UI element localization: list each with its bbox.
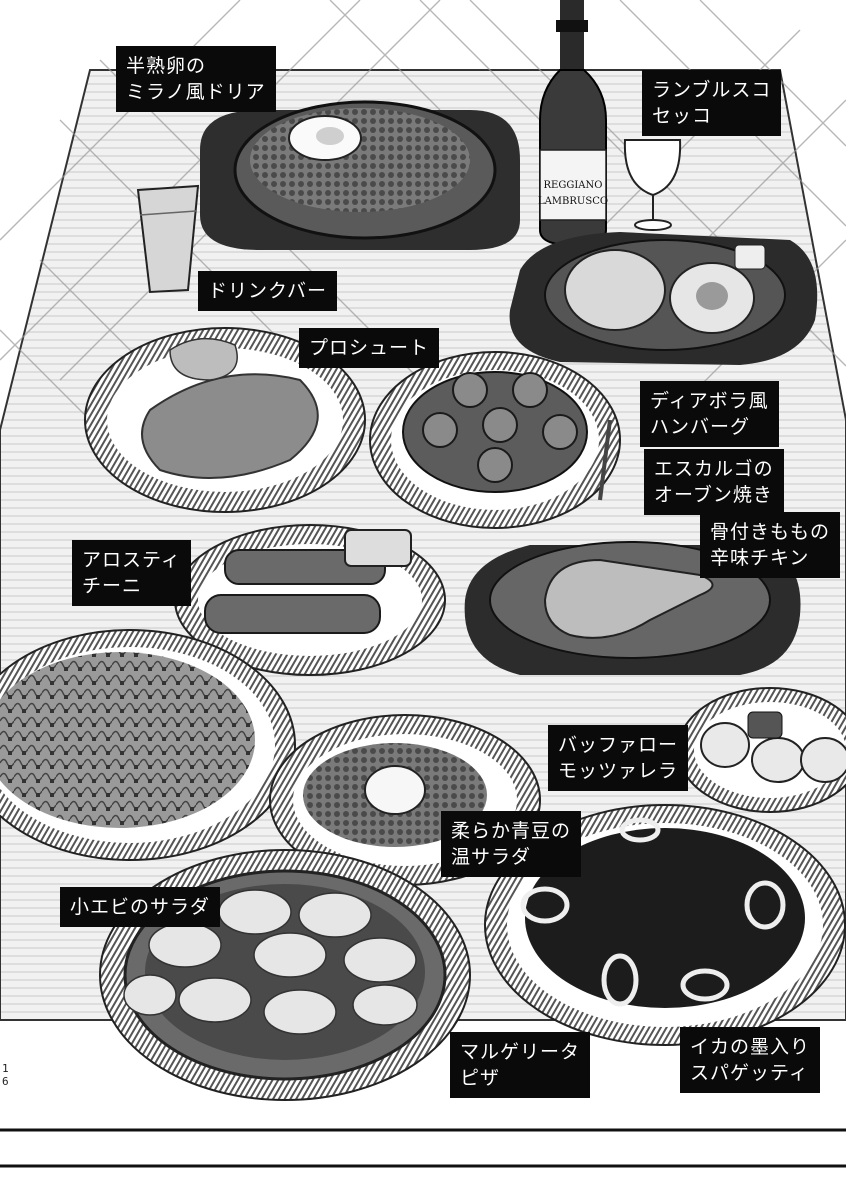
label-hamburg: ディアボラ風 ハンバーグ bbox=[640, 381, 779, 447]
label-arrosticini: アロスティ チーニ bbox=[72, 540, 191, 606]
drink-glass bbox=[136, 184, 200, 294]
label-mozzarella: バッファロー モッツァレラ bbox=[548, 725, 689, 791]
label-chicken: 骨付きももの 辛味チキン bbox=[700, 512, 841, 578]
shrimp-salad-plate bbox=[0, 629, 296, 861]
doria-dish bbox=[200, 100, 520, 250]
label-escargot: エスカルゴの オーブン焼き bbox=[644, 449, 784, 515]
wine-glass bbox=[623, 139, 682, 231]
label-shrimp: 小エビのサラダ bbox=[60, 887, 221, 927]
label-greenpea: 柔らか青豆の 温サラダ bbox=[441, 811, 582, 877]
label-drinkbar: ドリンクバー bbox=[198, 271, 338, 311]
wine-bottle bbox=[539, 0, 607, 247]
page-border bbox=[0, 1128, 846, 1168]
label-squidink: イカの墨入り スパゲッティ bbox=[680, 1027, 821, 1093]
bottle-label-line1: REGGIANO bbox=[544, 180, 603, 191]
label-lambrusco: ランブルスコ セッコ bbox=[642, 70, 782, 136]
page-number: 1 6 bbox=[2, 1062, 9, 1088]
mozzarella-plate bbox=[677, 687, 846, 813]
escargot-plate bbox=[369, 351, 621, 529]
label-prosciutto: プロシュート bbox=[299, 328, 440, 368]
label-margherita: マルゲリータ ピザ bbox=[450, 1032, 591, 1098]
hamburg-dish bbox=[509, 232, 818, 365]
label-doria: 半熟卵の ミラノ風ドリア bbox=[116, 46, 276, 112]
prosciutto-plate bbox=[84, 327, 366, 513]
bottle-label-line2: LAMBRUSCO bbox=[538, 196, 608, 207]
arrosticini-plate bbox=[174, 524, 446, 676]
